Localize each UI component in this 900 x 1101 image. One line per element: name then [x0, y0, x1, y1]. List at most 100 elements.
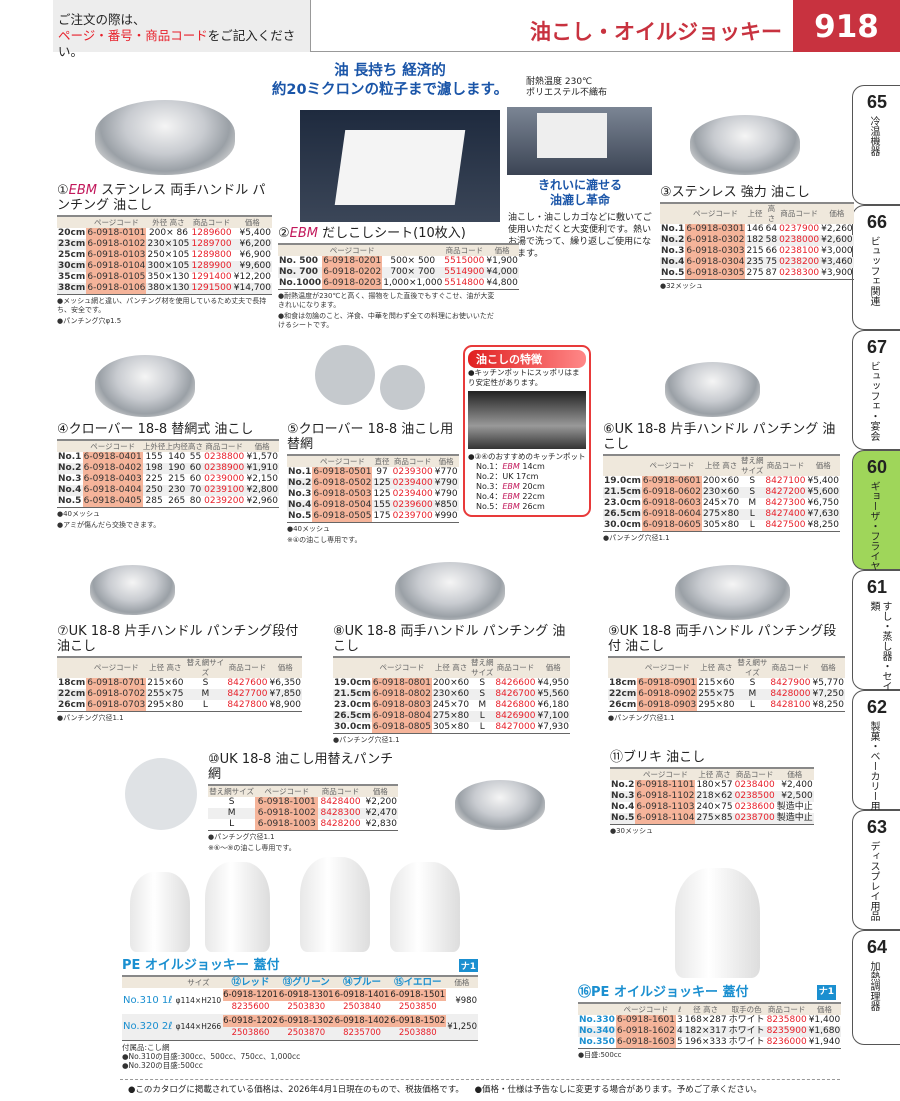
brand-label: EBM: [68, 183, 102, 198]
column-header: [610, 767, 636, 780]
section-title: ③ステンレス 強力 油こし: [660, 185, 845, 200]
cell: 168×287: [684, 1015, 727, 1025]
column-header: 商品コード: [769, 656, 812, 678]
footer: ●このカタログに掲載されている価格は、2026年4月1日現在のもので、税抜価格で…: [128, 1083, 762, 1095]
page-code: 6-0918-0502: [312, 478, 373, 489]
column-header: 商品コード: [226, 656, 269, 678]
product-code: 1289900: [190, 261, 233, 272]
section-name: ステンレス 強力 油こし: [671, 185, 810, 200]
price: ¥2,830: [362, 819, 398, 831]
page-code: 6-0918-0604: [641, 509, 702, 520]
product-code: 8427300: [765, 498, 806, 508]
page-number: 918: [793, 0, 900, 52]
page-code: 6-0918-0105: [86, 272, 147, 283]
cell: 38cm: [57, 283, 87, 295]
product-code: 0239200: [203, 496, 246, 508]
section-name: UK 18-8 片手ハンドル パンチング段付 油こし: [57, 624, 299, 654]
cell: L: [735, 700, 770, 712]
price: ¥1,900: [486, 256, 518, 266]
promo-caption-1: きれいに漉せる: [537, 178, 622, 192]
cell: 230: [165, 485, 188, 496]
cell: 21.5cm: [603, 487, 642, 498]
cell: 26cm: [57, 700, 87, 712]
price: ¥7,850: [268, 689, 302, 700]
section-name: UK 18-8 両手ハンドル パンチング 油こし: [333, 624, 566, 654]
page-code: 6-0918-1103: [635, 802, 696, 813]
product-code: 0238000: [778, 235, 821, 246]
product-code: 8427700: [226, 689, 269, 700]
cell: No.1: [58, 452, 82, 462]
cell: 305×80: [701, 520, 741, 532]
price: ¥3,000: [821, 246, 853, 256]
cell: No. 500: [279, 256, 319, 266]
product-code: 1289700: [190, 239, 233, 250]
section-note: ●メッシュ網と違い、パンチング材を使用しているため丈夫で長持ち、安全です。: [57, 297, 267, 314]
page-code: 6-0918-0801: [371, 678, 432, 689]
product-code: 2503840: [343, 1002, 381, 1012]
column-header: 上内径: [165, 439, 188, 452]
cell: 87: [764, 268, 779, 280]
page-code: 6-0918-0901: [637, 678, 698, 689]
page-code: 6-0918-0303: [685, 246, 746, 257]
cell: 26.5cm: [333, 711, 372, 722]
column-header: [333, 656, 372, 678]
section-title: ④クローバー 18-8 替網式 油こし: [57, 422, 279, 437]
product-code: 8427600: [227, 678, 268, 688]
price: ¥5,400: [239, 228, 272, 238]
price: ¥3,460: [820, 257, 854, 268]
price: ¥3,900: [820, 268, 854, 280]
column-header: 価格: [820, 202, 854, 224]
price: ¥1,910: [245, 463, 279, 474]
feature-pot-item: No.4：EBM 22cm: [468, 492, 586, 502]
cell: 21.5cm: [333, 689, 372, 700]
feature-image: [468, 391, 586, 449]
product-image-9: [675, 565, 790, 620]
column-header: 商品コード: [443, 243, 486, 256]
price: ¥2,470: [362, 808, 398, 819]
price: ¥5,600: [806, 487, 840, 498]
feature-box: 油こしの特徴 ●キッチンポットにスッポリはまり安定性があります。 ●③④のおすす…: [463, 345, 591, 517]
section-title-text: ⑯PE オイルジョッキー 蓋付: [578, 985, 748, 1000]
product-code: 8427100: [765, 476, 806, 486]
price: ¥7,100: [536, 711, 570, 722]
section-number: ①: [57, 183, 69, 198]
page-code: 6-0918-0106: [86, 283, 147, 295]
product-code: 0239400: [391, 478, 434, 489]
section-number: ②: [278, 226, 290, 241]
feature-pot-item: No.5：EBM 26cm: [468, 502, 586, 512]
cell: 97: [376, 467, 388, 477]
column-header: ページコード: [82, 439, 143, 452]
product-image-7: [90, 565, 175, 615]
page-code: 6-0918-0703: [86, 700, 147, 712]
price: ¥2,260: [821, 224, 853, 234]
product-code: 0239100: [203, 485, 246, 496]
cell: 350×130: [147, 272, 190, 282]
column-header: 商品コード: [391, 454, 434, 467]
pot-no: No.2：: [476, 472, 503, 481]
price: ¥4,000: [485, 267, 519, 278]
section-note: ●パンチング穴径1.1: [208, 833, 275, 841]
price: ¥1,570: [246, 452, 279, 462]
column-header: ページコード: [322, 243, 383, 256]
